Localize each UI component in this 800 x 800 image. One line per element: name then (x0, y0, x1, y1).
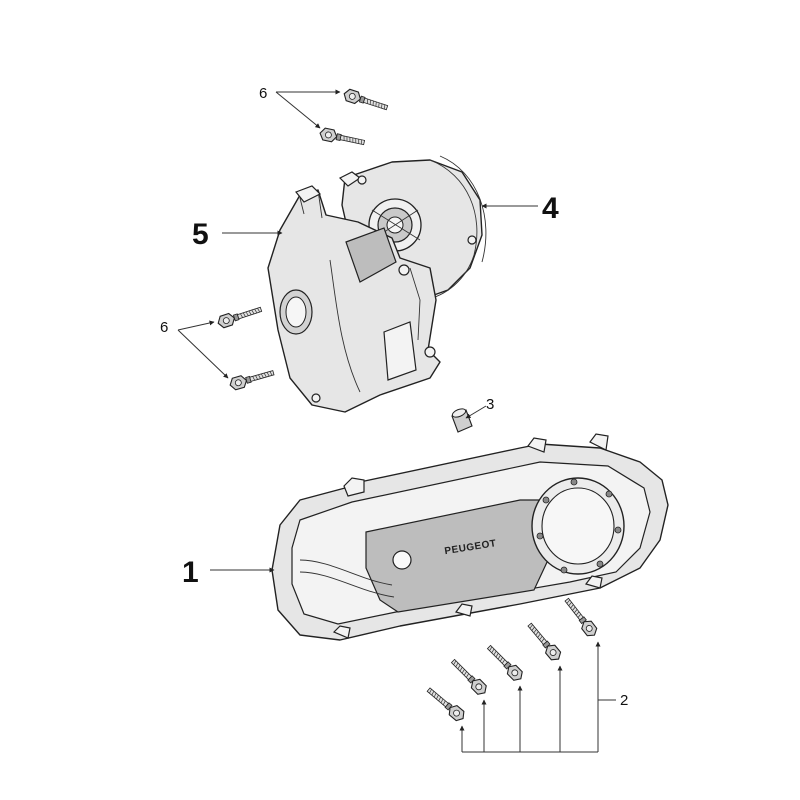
part-3-dowel-pin (451, 408, 473, 433)
bolt-2-c (484, 642, 526, 684)
callout-6-left: 6 (160, 319, 168, 336)
callout-1: 1 (182, 556, 199, 589)
bolt-2-d (524, 620, 564, 664)
bolt-2-e (561, 595, 600, 640)
callout-5: 5 (192, 218, 209, 251)
part-5-variator-cover (267, 185, 441, 413)
bolt-2-a (424, 684, 468, 724)
callout-3: 3 (486, 396, 494, 413)
callout-4: 4 (542, 192, 559, 225)
bolt-6-left-b (227, 366, 276, 392)
callout-6-top: 6 (259, 85, 267, 102)
bolt-6-left-a (215, 303, 264, 330)
callout-2: 2 (620, 692, 628, 709)
callout-labels: 6 4 5 6 3 1 2 (160, 85, 628, 709)
bolt-6-upper-a (341, 87, 390, 114)
bolt-2-b (448, 656, 490, 698)
part-1-transmission-cover: PEUGEOT (271, 433, 669, 641)
bolt-6-upper-b (318, 126, 366, 149)
leader-lines (177, 89, 616, 753)
